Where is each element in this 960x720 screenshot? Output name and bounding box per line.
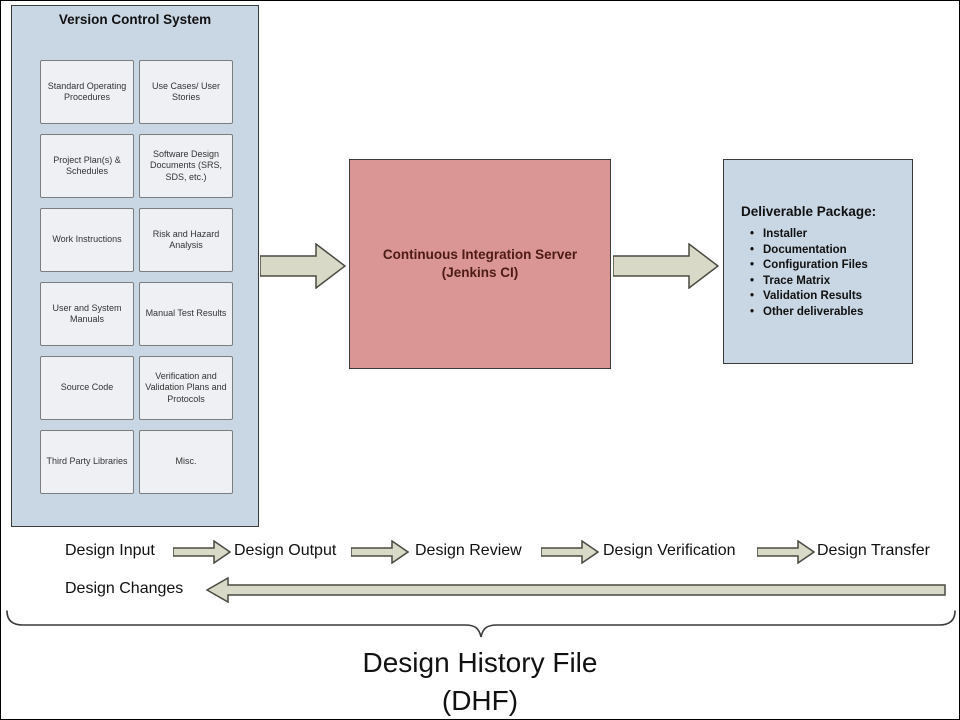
- arrow-review-to-verification-shape: [541, 540, 599, 564]
- bullet-icon: •: [749, 305, 755, 318]
- deliverable-item-installer: • Installer: [741, 227, 906, 243]
- flow-label-design-transfer: Design Transfer: [817, 542, 930, 559]
- deliverable-title: Deliverable Package:: [741, 204, 877, 219]
- vcs-title: Version Control System: [58, 12, 212, 27]
- vcs-item-verification-validation-plans: Verification and Validation Plans and Pr…: [139, 356, 233, 420]
- bullet-icon: •: [749, 274, 755, 287]
- bullet-icon: •: [749, 259, 755, 271]
- arrow-verification-to-transfer-shape: [757, 540, 815, 564]
- deliverable-item-label: Validation Results: [763, 290, 863, 302]
- ci-server-label-line2: (Jenkins CI): [441, 265, 519, 280]
- arrow-vcs-to-ci: [260, 243, 346, 289]
- arrow-input-to-output: [173, 540, 231, 564]
- deliverable-item-label: Installer: [763, 228, 808, 240]
- flow-label-design-verification: Design Verification: [603, 542, 736, 559]
- brace-path: [6, 610, 956, 638]
- deliverable-item-label: Other deliverables: [763, 305, 864, 318]
- deliverable-item-other-deliverables: • Other deliverables: [741, 305, 906, 321]
- vcs-item-third-party-libraries: Third Party Libraries: [40, 430, 134, 494]
- deliverable-package-box: Deliverable Package: • Installer • Docum…: [723, 159, 913, 364]
- bullet-icon: •: [749, 243, 755, 256]
- vcs-item-project-plans-schedules: Project Plan(s) & Schedules: [40, 134, 134, 198]
- arrow-output-to-review: [351, 540, 409, 564]
- deliverable-item-configuration-files: • Configuration Files: [741, 258, 906, 274]
- bullet-icon: •: [749, 228, 755, 240]
- dhf-subtitle: (DHF): [441, 685, 519, 716]
- vcs-item-source-code: Source Code: [40, 356, 134, 420]
- vcs-item-risk-and-hazard-analysis: Risk and Hazard Analysis: [139, 208, 233, 272]
- flow-label-design-output: Design Output: [234, 542, 337, 559]
- vcs-item-user-and-system-manuals: User and System Manuals: [40, 282, 134, 346]
- arrow-vcs-to-ci-shape: [260, 243, 346, 289]
- vcs-item-standard-operating-procedures: Standard Operating Procedures: [40, 60, 134, 124]
- deliverable-item-validation-results: • Validation Results: [741, 289, 906, 305]
- arrow-review-to-verification: [541, 540, 599, 564]
- ci-server-label-line1: Continuous Integration Server: [382, 247, 578, 262]
- deliverable-item-label: Configuration Files: [763, 259, 868, 271]
- deliverable-item-documentation: • Documentation: [741, 243, 906, 259]
- version-control-system-box: Version Control System Standard Operatin…: [11, 5, 259, 527]
- deliverable-list: • Installer • Documentation • Configurat…: [741, 227, 906, 320]
- arrow-input-to-output-shape: [173, 540, 231, 564]
- deliverable-item-trace-matrix: • Trace Matrix: [741, 274, 906, 290]
- arrow-verification-to-transfer: [757, 540, 815, 564]
- bullet-icon: •: [749, 290, 755, 302]
- flow-label-design-input: Design Input: [65, 542, 155, 559]
- flow-label-design-review: Design Review: [415, 542, 522, 559]
- vcs-item-misc: Misc.: [139, 430, 233, 494]
- arrow-ci-to-deliverable-shape: [613, 243, 719, 289]
- deliverable-item-label: Documentation: [763, 243, 847, 256]
- arrow-output-to-review-shape: [351, 540, 409, 564]
- continuous-integration-server-box: Continuous Integration Server (Jenkins C…: [349, 159, 611, 369]
- deliverable-item-label: Trace Matrix: [763, 274, 831, 287]
- vcs-item-software-design-documents: Software Design Documents (SRS, SDS, etc…: [139, 134, 233, 198]
- arrow-design-changes-back: [206, 577, 946, 603]
- flow-label-design-changes: Design Changes: [65, 580, 184, 597]
- arrow-ci-to-deliverable: [613, 243, 719, 289]
- dhf-title: Design History File: [362, 647, 598, 678]
- vcs-item-work-instructions: Work Instructions: [40, 208, 134, 272]
- brace-icon: [6, 610, 956, 638]
- vcs-item-use-cases-user-stories: Use Cases/ User Stories: [139, 60, 233, 124]
- arrow-design-changes-shape: [206, 577, 946, 603]
- vcs-item-manual-test-results: Manual Test Results: [139, 282, 233, 346]
- vcs-grid: Standard Operating Procedures Use Cases/…: [40, 60, 233, 494]
